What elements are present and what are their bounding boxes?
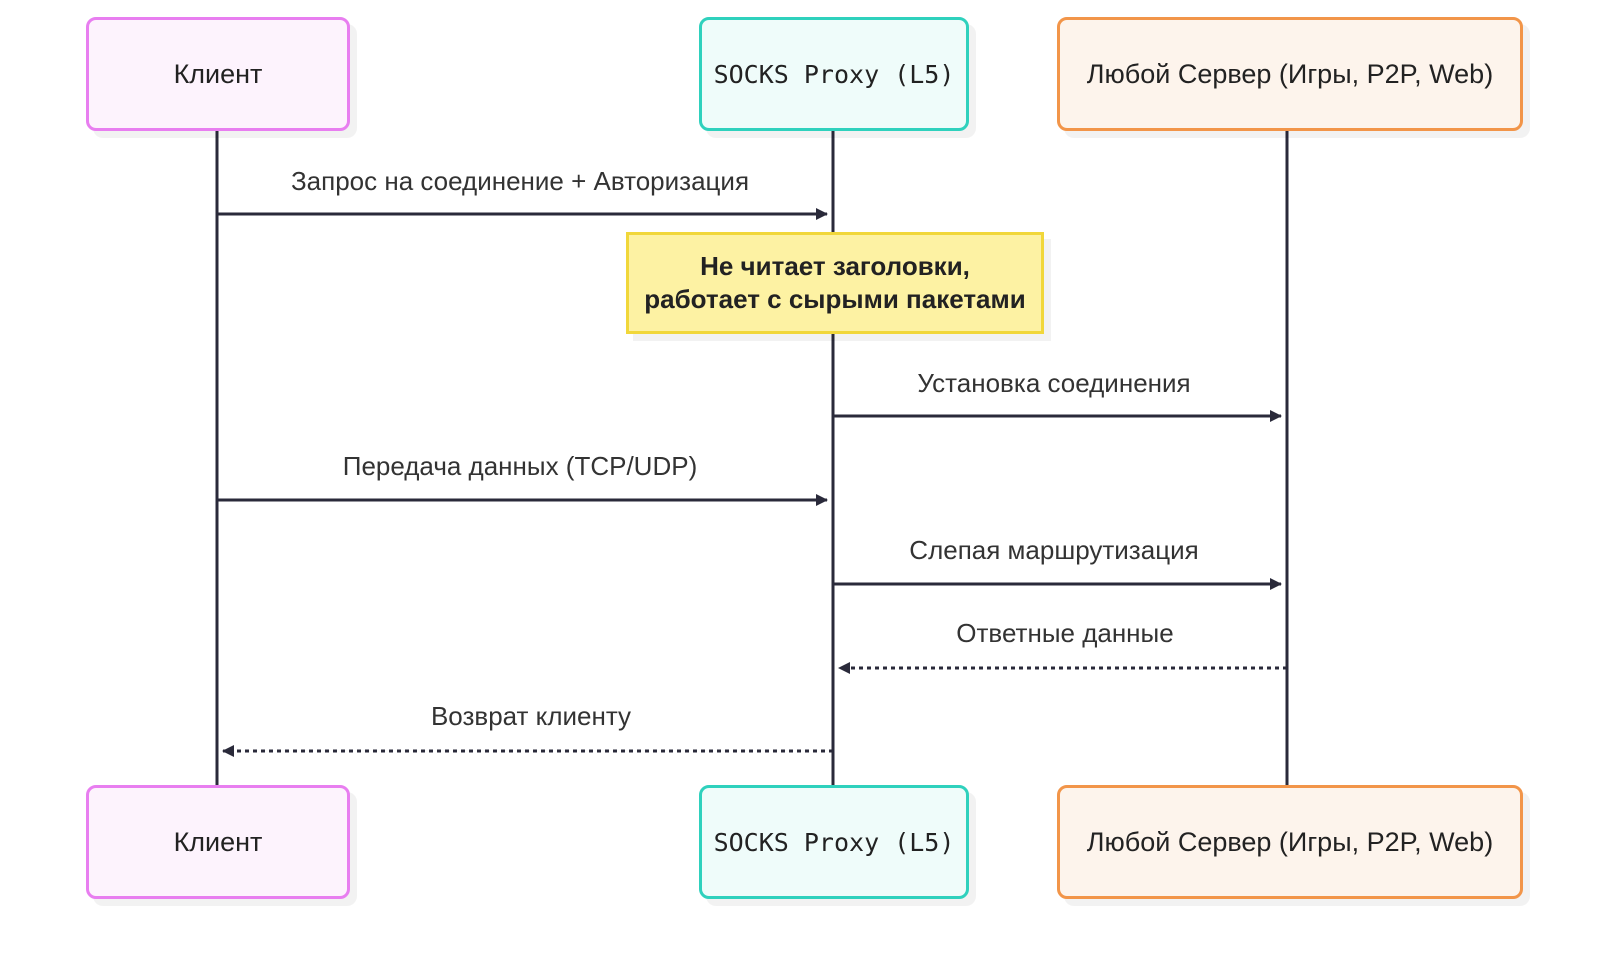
participant-server-label: Любой Сервер (Игры, P2P, Web) — [1086, 58, 1494, 89]
participant-client-top: Клиент — [86, 17, 350, 131]
participant-client-label: Клиент — [173, 826, 263, 857]
message-label-6: Возврат клиенту — [430, 701, 632, 731]
participant-proxy-label: SOCKS Proxy (L5) — [713, 59, 955, 89]
participant-client-label: Клиент — [173, 58, 263, 89]
message-label-4: Слепая маршрутизация — [909, 535, 1199, 565]
message-label-2: Установка соединения — [917, 368, 1191, 398]
participant-server-bottom: Любой Сервер (Игры, P2P, Web) — [1057, 785, 1523, 899]
participant-proxy-top: SOCKS Proxy (L5) — [699, 17, 969, 131]
note-line-2: работает с сырыми пакетами — [644, 284, 1026, 314]
message-label-5: Ответные данные — [956, 618, 1174, 648]
participant-server-label: Любой Сервер (Игры, P2P, Web) — [1086, 826, 1494, 857]
participant-proxy-bottom: SOCKS Proxy (L5) — [699, 785, 969, 899]
message-label-1: Запрос на соединение + Авторизация — [290, 166, 750, 196]
message-label-3: Передача данных (TCP/UDP) — [342, 451, 698, 481]
participant-client-bottom: Клиент — [86, 785, 350, 899]
participant-proxy-label: SOCKS Proxy (L5) — [713, 827, 955, 857]
note-line-1: Не читает заголовки, — [700, 251, 970, 281]
note-box: Не читает заголовки, работает с сырыми п… — [626, 232, 1044, 334]
participant-server-top: Любой Сервер (Игры, P2P, Web) — [1057, 17, 1523, 131]
